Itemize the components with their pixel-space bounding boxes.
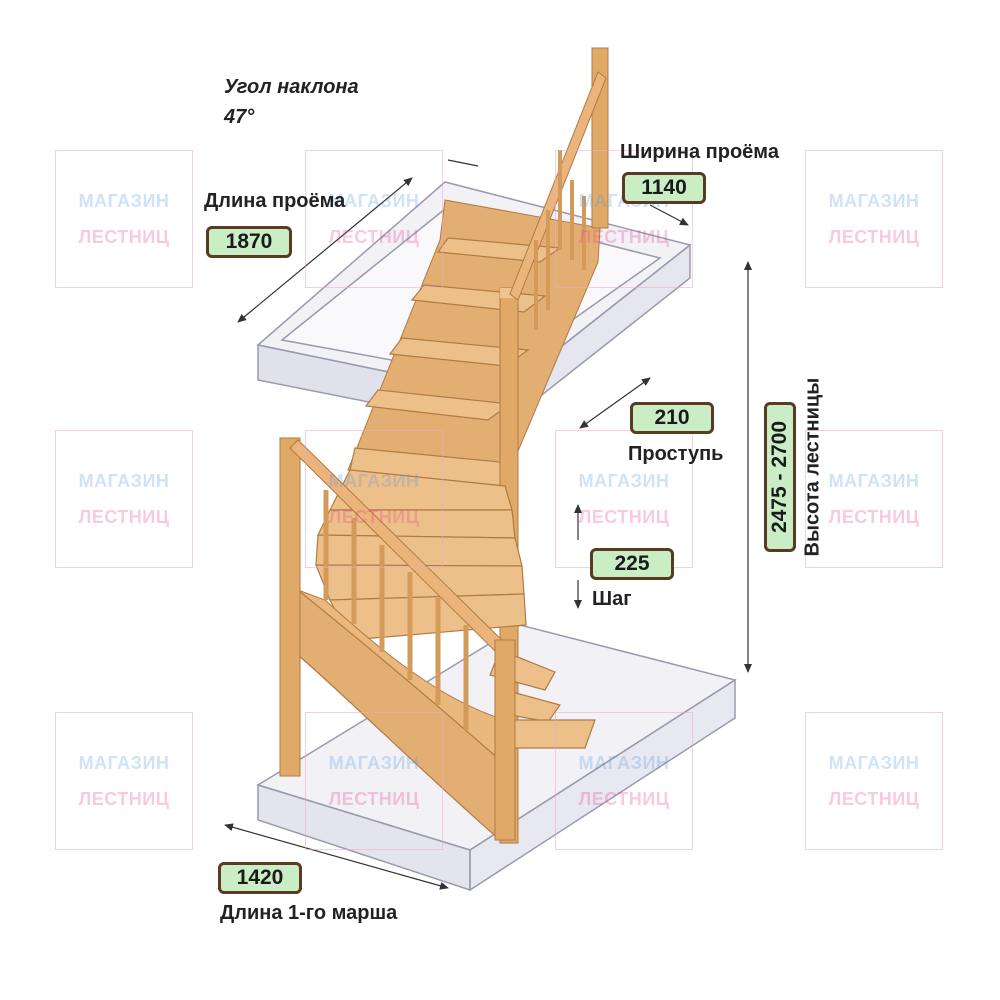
opening-length-label: Длина проёма [204, 190, 346, 212]
step-badge: 225 [590, 548, 674, 580]
step-value: 225 [614, 552, 650, 575]
opening-length-value: 1870 [225, 230, 273, 253]
opening-width-label: Ширина проёма [620, 141, 779, 163]
opening-width-badge: 1140 [622, 172, 706, 204]
winder-treads [315, 469, 527, 641]
lower-front-post [494, 639, 516, 841]
first-flight-value: 1420 [236, 866, 284, 889]
opening-width-value: 1140 [641, 176, 687, 199]
angle-value: 47° [224, 106, 255, 128]
opening-length-badge: 1870 [206, 226, 292, 258]
tread-badge: 210 [630, 402, 714, 434]
height-badge: 2475 - 2700 [764, 402, 796, 552]
dimension-lines [224, 159, 752, 890]
tread-value: 210 [654, 406, 690, 429]
first-flight-label: Длина 1-го марша [220, 902, 398, 924]
height-value: 2475 - 2700 [768, 420, 792, 534]
height-label: Высота лестницы [801, 377, 824, 557]
first-flight-badge: 1420 [218, 862, 302, 894]
angle-label: Угол наклона [224, 76, 359, 98]
lower-left-post [279, 437, 301, 777]
step-label: Шаг [592, 588, 632, 610]
tread-label: Проступь [628, 443, 724, 465]
upper-railing [509, 47, 609, 330]
